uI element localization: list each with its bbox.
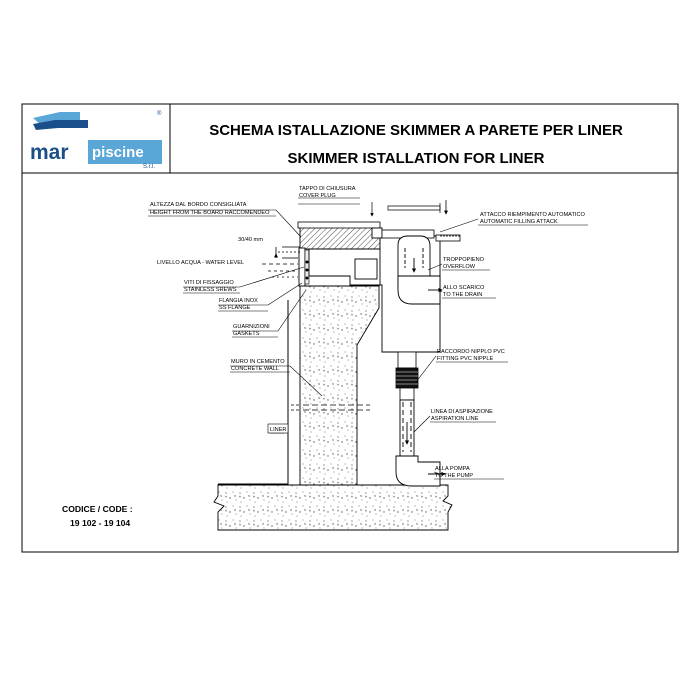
label-height-en: HEIGHT FROM THE BOARD RACCOMENDEO: [150, 210, 270, 216]
pvc-nipple: [395, 351, 419, 401]
label-wall-en: CONCRETE WALL: [231, 366, 279, 372]
label-filling-en: AUTOMATIC FILLING ATTACK: [480, 219, 558, 225]
label-water-level: LIVELLO ACQUA - WATER LEVEL: [157, 260, 244, 266]
label-drain-it: ALLO SCARICO: [443, 285, 485, 291]
brand-logo: mar piscine S.r.l. ®: [30, 110, 162, 170]
title-italian: SCHEMA ISTALLAZIONE SKIMMER A PARETE PER…: [209, 122, 623, 139]
liner-label-box: [267, 423, 289, 434]
label-measure: 30/40 mm: [238, 237, 263, 243]
label-flange-it: FLANGIA INOX: [219, 298, 258, 304]
title-english: SKIMMER ISTALLATION FOR LINER: [288, 150, 545, 167]
label-underlines: [148, 203, 588, 480]
liner-line: [218, 300, 289, 485]
label-suction-en: ASPIRATION LINE: [431, 416, 479, 422]
pool-coping: [299, 226, 381, 250]
label-overflow-it: TROPPOPIENO: [443, 257, 485, 263]
leader-lines: [148, 197, 479, 475]
label-cover-en: COVER PLUG: [299, 193, 336, 199]
logo-registered: ®: [157, 110, 162, 117]
fixing-screw-icon: [305, 260, 309, 264]
logo-suffix: S.r.l.: [143, 164, 155, 170]
code-label: CODICE / CODE :: [62, 504, 133, 514]
label-drain-en: TO THE DRAIN: [443, 292, 482, 298]
cover-plug: [370, 202, 441, 239]
label-screws-en: STAINLESS SREWS: [184, 287, 237, 293]
label-screws-it: VITI DI FISSAGGIO: [184, 280, 234, 286]
concrete-wall: [299, 285, 380, 486]
label-suction-it: LINEA DI ASPIRAZIONE: [431, 409, 493, 415]
label-overflow-en: OVERFLOW: [443, 264, 476, 270]
logo-wave-icon: [33, 112, 80, 124]
label-gaskets-it: GUARNIZIONI: [233, 324, 270, 330]
label-nipple-en: FITTING PVC NIPPLE: [437, 356, 494, 362]
overflow-pipe: [397, 235, 443, 305]
label-cover-it: TAPPO DI CHIUSURA: [299, 186, 356, 192]
label-wall-it: MURO IN CEMENTO: [231, 359, 285, 365]
logo-badge: [88, 140, 162, 164]
logo-brand-right: piscine: [92, 144, 144, 161]
aspiration-pipe: [395, 399, 446, 487]
code-value: 19 102 - 19 104: [70, 518, 130, 528]
label-liner: LINER: [270, 427, 286, 433]
logo-brand-left: mar: [30, 141, 69, 164]
fixing-screw-icon: [305, 276, 309, 280]
label-pump-en: TO THE PUMP: [435, 473, 473, 479]
label-pump-it: ALLA POMPA: [435, 466, 470, 472]
label-nipple-it: RACCORDO NIPPLO PVC: [437, 349, 505, 355]
label-gaskets-en: GASKETS: [233, 331, 260, 337]
label-flange-en: SS FLANGE: [219, 305, 251, 311]
label-filling-it: ATTACCO RIEMPIMENTO AUTOMATICO: [480, 212, 585, 218]
water-level-marks: [262, 246, 300, 278]
skimmer-flange: [298, 247, 306, 287]
wall-break-lines: [291, 404, 370, 411]
fixing-screw-icon: [305, 268, 309, 272]
filling-pipe: [435, 200, 461, 242]
ground-slab: [213, 484, 453, 531]
label-height-it: ALTEZZA DAL BORDO CONSIGLIATA: [150, 202, 247, 208]
sheet-border: [21, 103, 679, 553]
